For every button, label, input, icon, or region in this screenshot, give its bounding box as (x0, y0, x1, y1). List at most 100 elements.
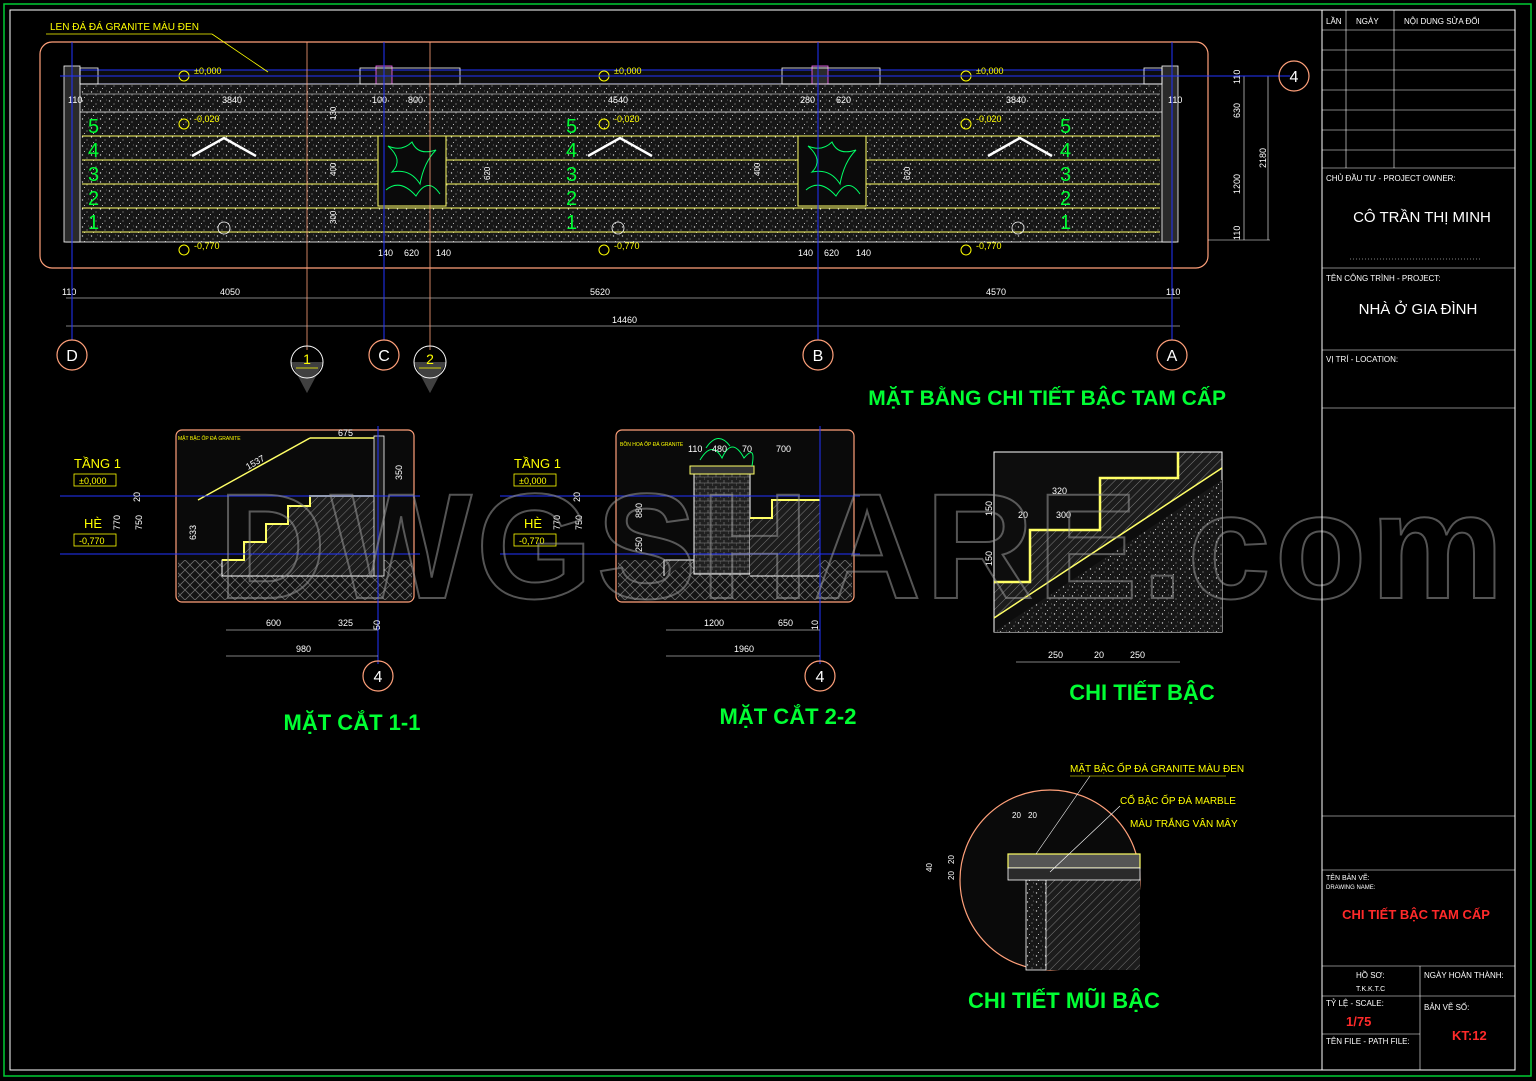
bottom-dim: 5620 (590, 287, 610, 297)
total-dim: 14460 (612, 315, 637, 325)
dim: 600 (266, 618, 281, 628)
dim: 110 (688, 444, 702, 454)
axis-label: B (813, 348, 824, 365)
right-dim: 1200 (1232, 174, 1242, 194)
step-number: 2 (566, 188, 577, 210)
level-label: ±0,000 (194, 66, 221, 76)
dim: 700 (776, 444, 791, 454)
planter-dim: 140 (856, 248, 871, 258)
section-1-1: MẶT BẬC ỐP ĐÁ GRANITE TẦNG 1 ±0,000 HÈ -… (60, 426, 420, 735)
dim: 350 (394, 465, 404, 480)
planter-dim: 620 (404, 248, 419, 258)
dim: 300 (1056, 510, 1071, 520)
rev-header: NỘI DUNG SỬA ĐỔI (1404, 17, 1480, 26)
scale-value: 1/75 (1346, 1014, 1371, 1029)
planter-dim: 400 (753, 162, 762, 176)
dim: 675 (338, 428, 353, 438)
level-label: -0,020 (976, 114, 1002, 124)
step-number: 2 (1060, 188, 1071, 210)
section-2-2: BỒN HOA ỐP ĐÁ GRANITE TẦNG 1 ±0,000 HÈ -… (500, 426, 860, 729)
dim: 20 (947, 855, 956, 864)
detail-note: MÀU TRẮNG VÂN MÂY (1130, 817, 1238, 830)
detail-title: CHI TIẾT MŨI BẬC (968, 988, 1160, 1013)
floor-label: TẦNG 1 (74, 456, 121, 471)
step-number: 3 (1060, 164, 1071, 186)
floor-label: HÈ (84, 516, 102, 531)
planter-dim: 140 (378, 248, 393, 258)
step-detail: 320 300 20 150 150 250 20 250 CHI TIẾT B… (984, 451, 1223, 705)
dim: 20 (1028, 811, 1037, 820)
planter-dim: 620 (824, 248, 839, 258)
plan-dim: 280 (800, 95, 815, 105)
section-title: MẶT CẮT 1-1 (284, 710, 421, 735)
plan-dim: 3840 (1006, 95, 1026, 105)
dim: 880 (634, 503, 644, 518)
dim: 40 (925, 863, 934, 872)
right-dim: 2180 (1258, 148, 1268, 168)
floor-label: TẦNG 1 (514, 456, 561, 471)
dim: 150 (984, 551, 994, 566)
planter-dim: 140 (798, 248, 813, 258)
step-number: 5 (88, 116, 99, 138)
right-dim: 110 (1232, 70, 1242, 84)
drawing-label: TÊN BẢN VẼ: (1326, 873, 1370, 882)
detail-note: CỔ BẬC ỐP ĐÁ MARBLE (1120, 793, 1236, 807)
hoso-value: T.K.K.T.C (1356, 986, 1385, 993)
axis-label: C (378, 348, 390, 365)
plan-view: ±0,000 ±0,000 ±0,000 -0,020 -0,020 -0,02… (39, 20, 1310, 410)
section-title: MẶT CẮT 2-2 (720, 704, 857, 729)
dim: 750 (574, 515, 584, 530)
planter-dim: 130 (329, 106, 338, 120)
axis-label: D (66, 348, 78, 365)
dim: 480 (712, 444, 727, 454)
step-number: 3 (566, 164, 577, 186)
right-dim: 630 (1232, 103, 1242, 118)
plan-paving (65, 83, 1177, 243)
dim: 20 (572, 492, 582, 502)
level-label: -0,020 (614, 114, 640, 124)
step-number: 4 (1060, 140, 1071, 162)
outer-border (3, 3, 1532, 1077)
planter-dim: 140 (436, 248, 451, 258)
dim: 70 (742, 444, 752, 454)
column-a (1161, 65, 1179, 243)
plan-dim: 110 (68, 95, 82, 105)
right-dim: 110 (1232, 226, 1242, 240)
level-label: ±0,000 (614, 66, 641, 76)
dim: 770 (552, 515, 562, 530)
dim: 250 (1048, 650, 1063, 660)
plan-dim: 100 (372, 95, 387, 105)
plan-dim: 4540 (608, 95, 628, 105)
dim: 20 (1018, 510, 1028, 520)
watermark: DWGSHARE.com (218, 462, 1508, 630)
detail-title: CHI TIẾT BẬC (1069, 680, 1215, 705)
dim: 20 (132, 492, 142, 502)
column-b (811, 65, 829, 85)
bottom-dim: 4570 (986, 287, 1006, 297)
dim: 750 (134, 515, 144, 530)
sheet-label: BẢN VẼ SỐ: (1424, 1002, 1469, 1012)
date-label: NGÀY HOÀN THÀNH: (1424, 971, 1504, 980)
plan-dim: 620 (836, 95, 851, 105)
axis-label: 4 (1290, 69, 1299, 86)
sheet-number: KT:12 (1452, 1028, 1487, 1043)
bottom-dim: 110 (62, 287, 76, 297)
step-number: 4 (88, 140, 99, 162)
level-label: -0,770 (194, 241, 220, 251)
dim: 980 (296, 644, 311, 654)
level-label: -0,770 (79, 536, 105, 546)
level-label: ±0,000 (976, 66, 1003, 76)
plan-title: MẶT BẰNG CHI TIẾT BẬC TAM CẤP (868, 386, 1226, 410)
title-block: LẦN NGÀY NỘI DUNG SỬA ĐỔI CHỦ ĐẦU TƯ - P… (1321, 9, 1516, 1071)
hoso-label: HỒ SƠ: (1356, 970, 1385, 980)
dim: 325 (338, 618, 353, 628)
level-label: -0,770 (614, 241, 640, 251)
level-label: -0,770 (519, 536, 545, 546)
dim: 650 (778, 618, 793, 628)
step-number: 1 (1060, 212, 1071, 234)
rev-header: LẦN (1326, 16, 1342, 26)
planter-dim: 300 (329, 210, 338, 224)
step-number: 2 (88, 188, 99, 210)
planter-dim: 620 (483, 166, 492, 180)
